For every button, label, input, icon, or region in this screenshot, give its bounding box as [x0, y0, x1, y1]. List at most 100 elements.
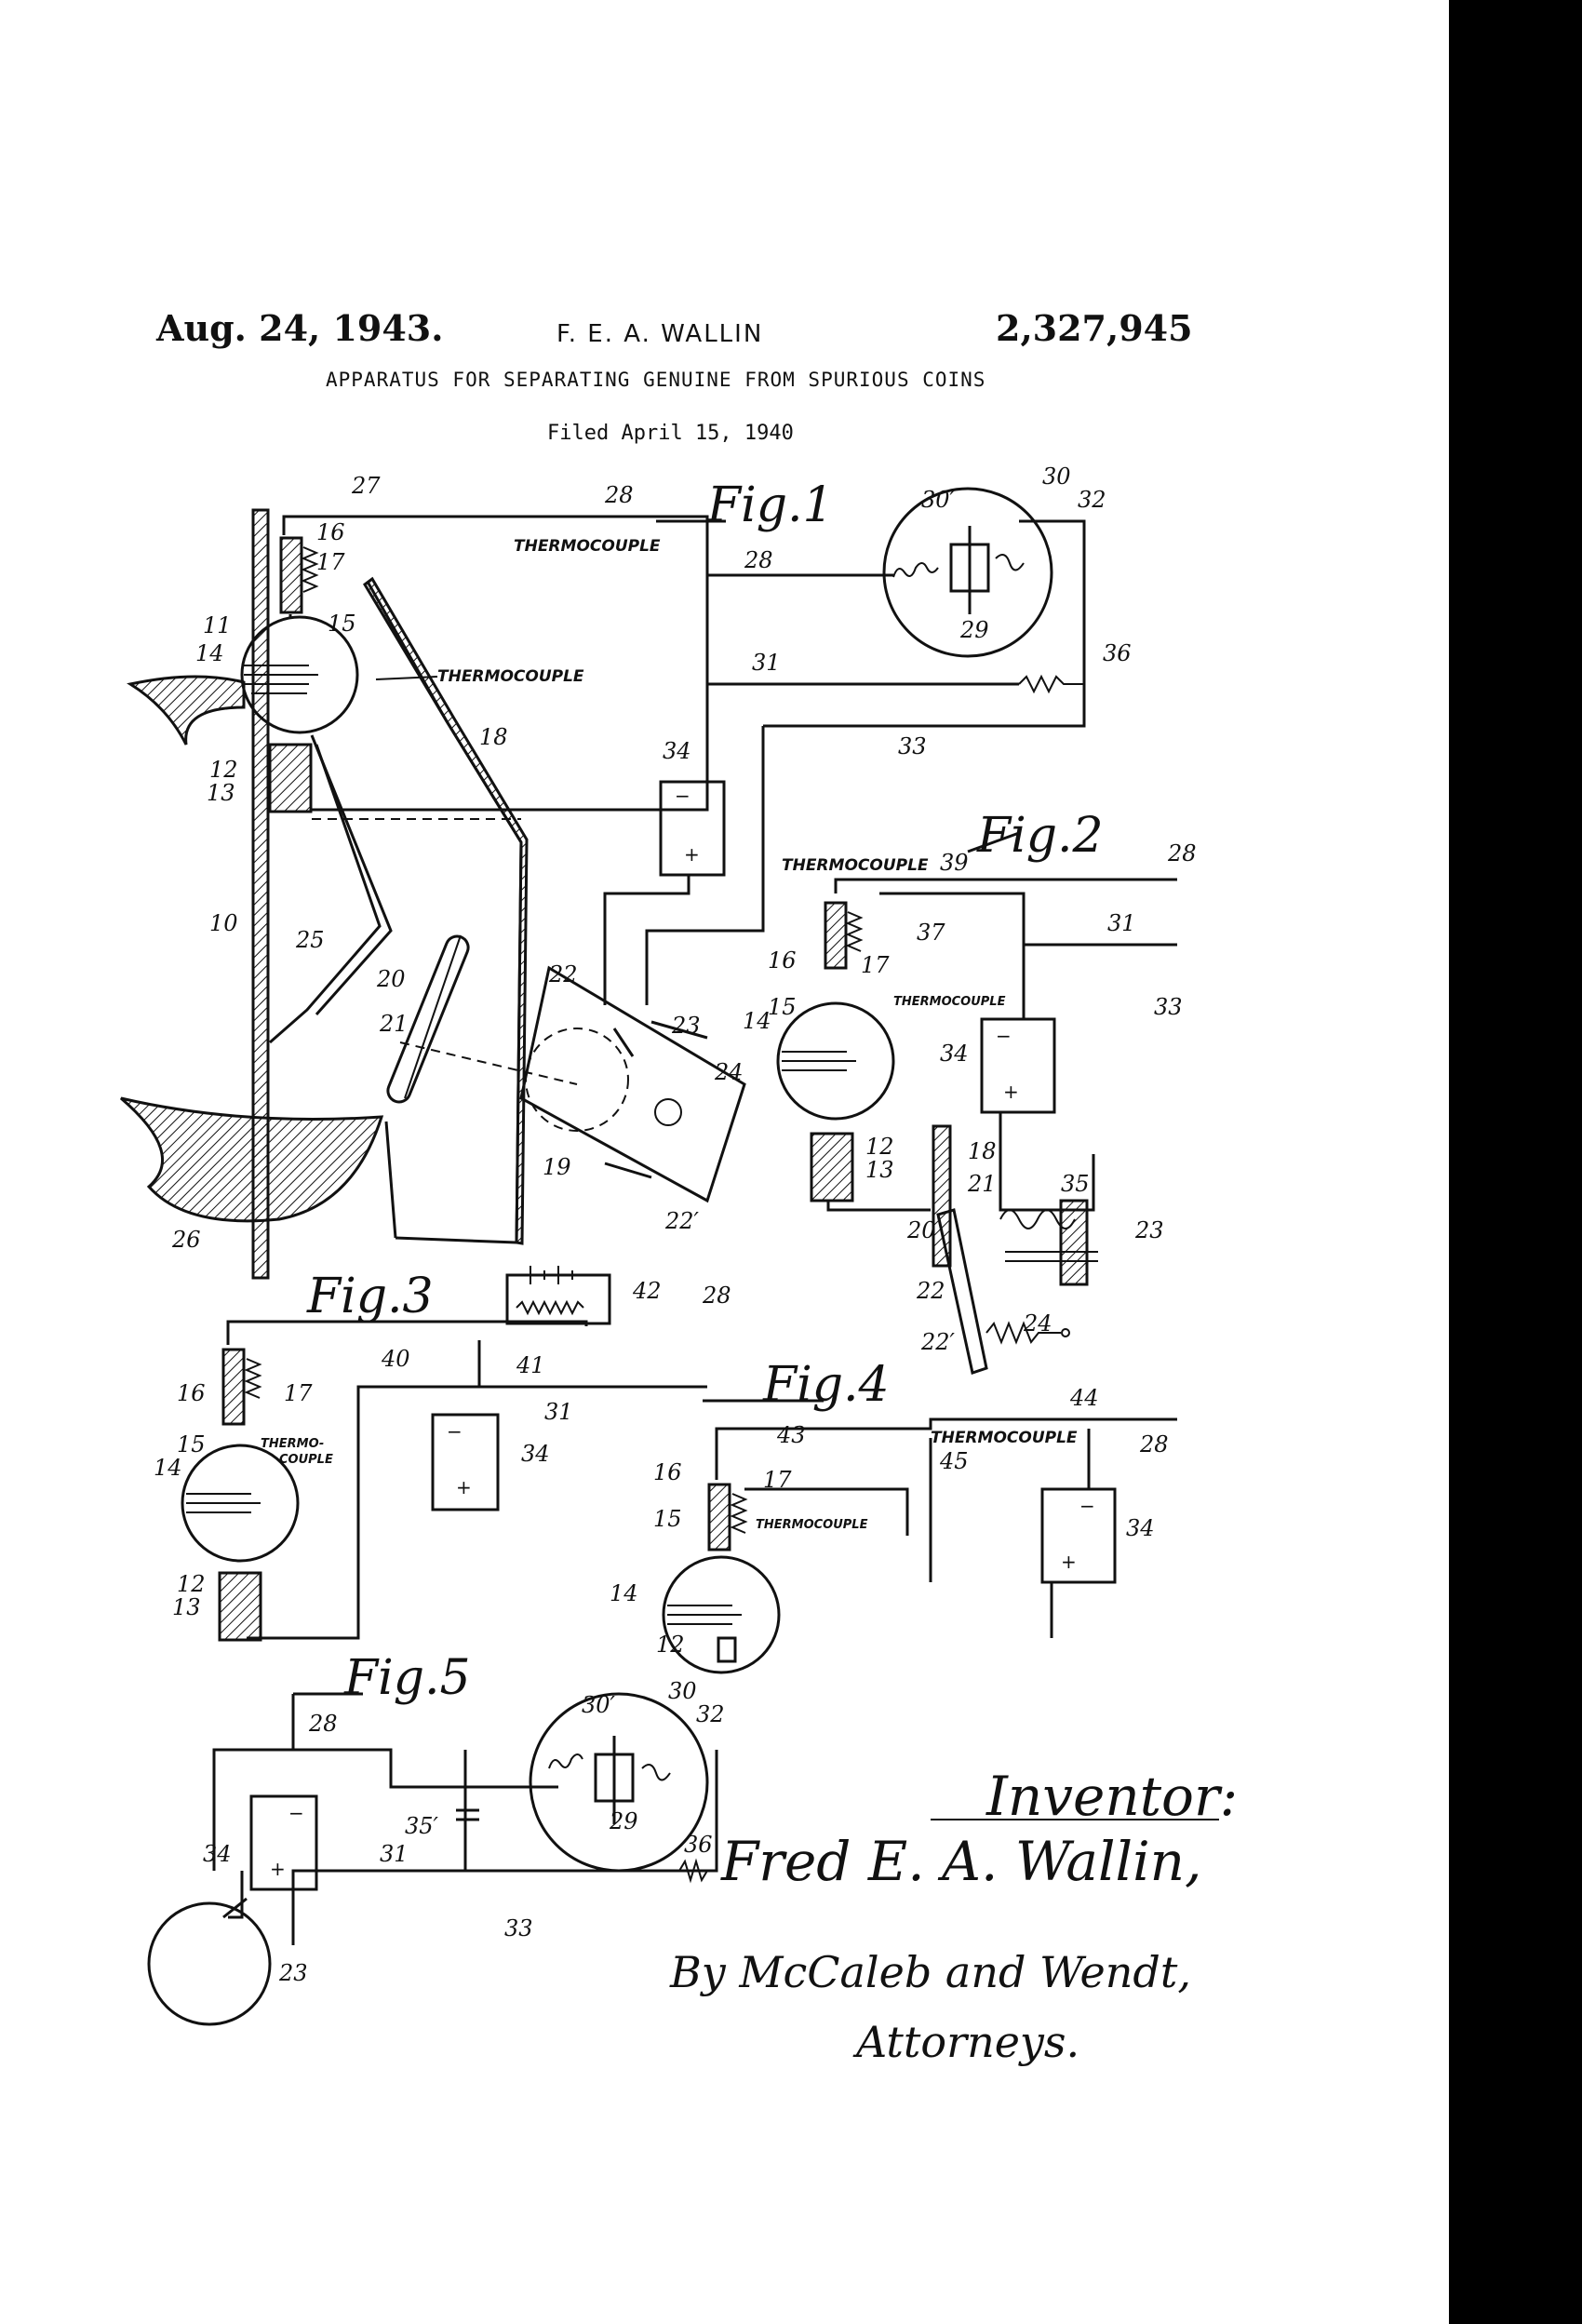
svg-text:THERMOCOUPLE: THERMOCOUPLE — [931, 1429, 1078, 1447]
svg-text:28: 28 — [1139, 1431, 1169, 1458]
figure-1: Fig.1 — [120, 463, 1132, 1280]
svg-text:15: 15 — [768, 994, 797, 1020]
svg-text:22: 22 — [916, 1278, 945, 1304]
fig4-coin — [662, 1555, 781, 1674]
svg-text:+: + — [270, 1858, 286, 1880]
patent-number: 2,327,945 — [996, 307, 1193, 349]
svg-text:17: 17 — [284, 1380, 313, 1406]
svg-text:24: 24 — [1023, 1310, 1052, 1337]
svg-text:33: 33 — [1154, 994, 1183, 1020]
figure-3: Fig.3 42 28 − + THERMO- COUPLE 40 41 31 … — [154, 1266, 731, 1642]
svg-text:31: 31 — [1107, 910, 1136, 936]
svg-text:−: − — [675, 785, 690, 807]
svg-text:36: 36 — [684, 1832, 713, 1858]
svg-text:21: 21 — [967, 1171, 997, 1197]
svg-text:30′: 30′ — [582, 1692, 616, 1718]
svg-text:20: 20 — [376, 966, 406, 992]
svg-text:21: 21 — [379, 1011, 409, 1037]
figure-5: Fig.5 − + 28 35′ 31 33 34 23 30 30′ 32 2… — [147, 1650, 725, 2026]
inventor-caption: Inventor: — [985, 1765, 1238, 1828]
svg-text:28: 28 — [744, 547, 773, 573]
svg-text:37: 37 — [917, 920, 945, 946]
svg-text:13: 13 — [865, 1157, 894, 1183]
svg-text:13: 13 — [207, 780, 235, 806]
svg-text:THERMOCOUPLE: THERMOCOUPLE — [782, 856, 929, 875]
svg-text:31: 31 — [380, 1841, 409, 1867]
svg-text:15: 15 — [653, 1506, 682, 1532]
svg-text:28: 28 — [702, 1283, 731, 1309]
svg-text:33: 33 — [504, 1915, 533, 1941]
svg-text:28: 28 — [604, 482, 634, 508]
svg-text:THERMOCOUPLE: THERMOCOUPLE — [437, 667, 584, 686]
svg-text:17: 17 — [763, 1467, 792, 1493]
svg-text:17: 17 — [316, 549, 345, 575]
svg-text:THERMO-: THERMO- — [261, 1437, 324, 1451]
fig2-coin — [776, 1001, 895, 1121]
svg-text:31: 31 — [752, 650, 781, 676]
svg-text:+: + — [1061, 1551, 1077, 1573]
svg-text:43: 43 — [776, 1422, 806, 1448]
svg-text:24: 24 — [714, 1059, 744, 1085]
svg-text:33: 33 — [898, 733, 927, 759]
svg-text:29: 29 — [609, 1808, 638, 1834]
svg-text:23: 23 — [671, 1013, 701, 1039]
svg-text:12: 12 — [656, 1632, 685, 1658]
svg-text:17: 17 — [861, 952, 890, 978]
scan-edge — [1449, 0, 1582, 2324]
svg-text:42: 42 — [632, 1278, 662, 1304]
coin-14 — [240, 615, 359, 734]
svg-text:31: 31 — [544, 1399, 573, 1425]
svg-text:22′: 22′ — [920, 1329, 956, 1355]
svg-text:35: 35 — [1061, 1171, 1090, 1197]
svg-text:−: − — [288, 1802, 304, 1824]
signature-block: Inventor: Fred E. A. Wallin, By McCaleb … — [669, 1765, 1238, 2067]
svg-text:+: + — [684, 843, 700, 866]
svg-text:16: 16 — [653, 1459, 682, 1485]
relay-29-30 — [882, 487, 1053, 658]
svg-text:12: 12 — [865, 1134, 894, 1160]
fig1-caption: Fig.1 — [706, 477, 834, 533]
attorney-signature: By McCaleb and Wendt, — [669, 1947, 1191, 1997]
svg-text:10: 10 — [209, 910, 238, 936]
svg-text:18: 18 — [968, 1138, 997, 1164]
svg-text:40: 40 — [381, 1346, 410, 1372]
svg-text:28: 28 — [1167, 840, 1197, 866]
upper-hopper — [127, 675, 246, 746]
filing-date: Filed April 15, 1940 — [547, 422, 794, 445]
fig3-caption: Fig.3 — [306, 1269, 434, 1324]
svg-text:27: 27 — [351, 473, 381, 499]
svg-text:26: 26 — [171, 1227, 201, 1253]
svg-text:30′: 30′ — [921, 487, 956, 513]
svg-text:12: 12 — [209, 757, 238, 783]
figure-4: Fig.4 − + THERMOCOUPLE THERMOCOUPLE 44 2… — [610, 1357, 1177, 1674]
svg-text:19: 19 — [543, 1154, 571, 1180]
inventor-signature: Fred E. A. Wallin, — [720, 1830, 1201, 1893]
fig5-relay — [529, 1692, 709, 1873]
fig3-battery — [431, 1413, 500, 1511]
svg-text:22′: 22′ — [664, 1208, 700, 1234]
battery-34 — [659, 780, 726, 877]
lower-hopper — [120, 1096, 384, 1223]
svg-text:36: 36 — [1103, 640, 1132, 666]
fig5-battery — [249, 1794, 318, 1891]
svg-text:35′: 35′ — [405, 1813, 439, 1839]
svg-text:20: 20 — [906, 1217, 936, 1243]
svg-text:34: 34 — [203, 1841, 232, 1867]
inventor-name: F. E. A. WALLIN — [556, 320, 764, 348]
attorneys-caption: Attorneys. — [852, 2017, 1079, 2067]
svg-text:45: 45 — [939, 1448, 969, 1474]
fig2-caption: Fig.2 — [976, 808, 1104, 864]
svg-text:44: 44 — [1069, 1385, 1099, 1411]
fig5-caption: Fig.5 — [343, 1650, 471, 1706]
svg-text:12: 12 — [177, 1571, 206, 1597]
svg-text:25: 25 — [295, 927, 325, 953]
svg-text:34: 34 — [521, 1441, 550, 1467]
svg-text:16: 16 — [177, 1380, 206, 1406]
svg-text:13: 13 — [172, 1594, 201, 1620]
svg-text:34: 34 — [940, 1041, 969, 1067]
svg-text:30: 30 — [1042, 463, 1071, 490]
svg-text:14: 14 — [195, 640, 224, 666]
fig4-caption: Fig.4 — [762, 1357, 890, 1413]
svg-text:28: 28 — [308, 1711, 338, 1737]
